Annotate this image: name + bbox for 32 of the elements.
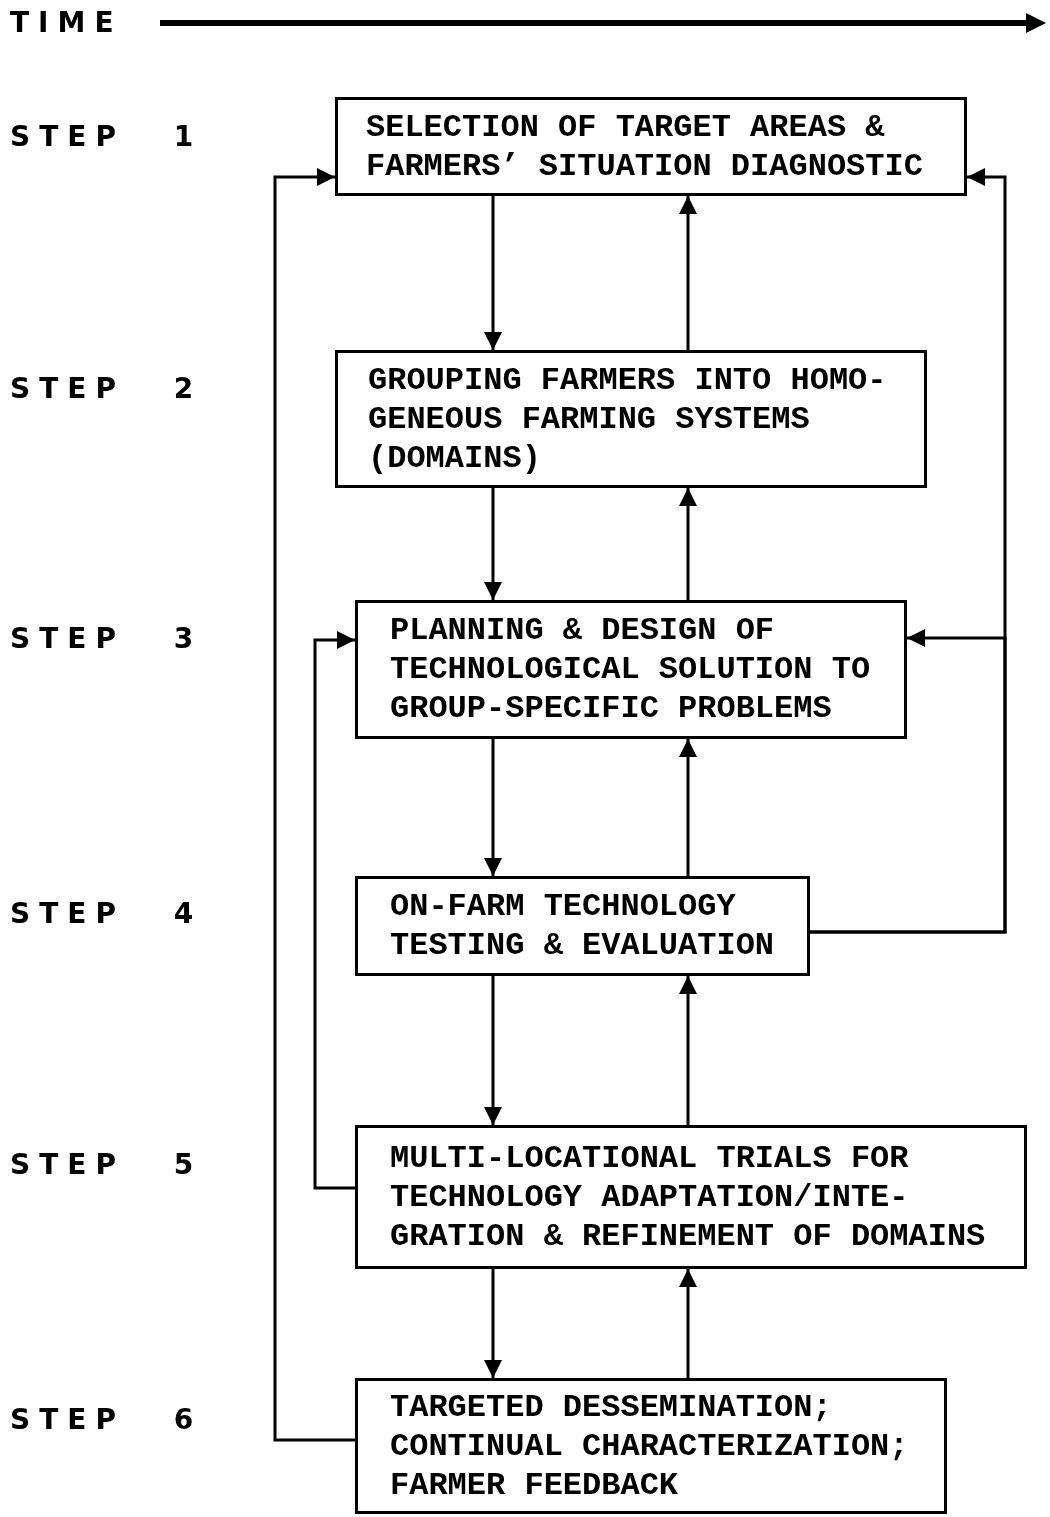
process-box (355, 1378, 947, 1514)
arrow (679, 196, 697, 350)
step-label: STEP 6 (10, 1403, 203, 1436)
arrow (679, 976, 697, 1125)
arrow (484, 488, 502, 600)
step-description: MULTI-LOCATIONAL TRIALS FOR TECHNOLOGY ADAPTATION/INTE- GRATION & REFINEMENT OF DOMAINS (390, 1138, 987, 1256)
step-description: PLANNING & DESIGN OF TECHNOLOGICAL SOLUTION TO GROUP-SPECIFIC PROBLEMS (390, 611, 872, 728)
process-box (335, 97, 967, 196)
arrow (484, 739, 502, 876)
arrow (679, 1269, 697, 1378)
step-description: TARGETED DESSEMINATION; CONTINUAL CHARACTERIZATION; FARMER FEEDBACK (390, 1387, 910, 1505)
arrow (679, 739, 697, 876)
arrow (679, 488, 697, 600)
step-label: STEP 2 (10, 372, 203, 405)
process-box (355, 1125, 1027, 1269)
process-box (335, 350, 927, 488)
step-label: STEP 3 (10, 622, 203, 655)
process-box (355, 876, 810, 976)
process-box (355, 600, 907, 739)
arrow (810, 629, 1007, 934)
time-label: TIME (10, 6, 123, 39)
step-label: STEP 4 (10, 897, 203, 930)
arrow (273, 168, 355, 1442)
step-description: SELECTION OF TARGET AREAS & FARMERS’ SITUATION DIAGNOSTIC (366, 107, 924, 186)
arrow (484, 976, 502, 1125)
step-label: STEP 5 (10, 1148, 203, 1181)
step-description: GROUPING FARMERS INTO HOMO- GENEOUS FARMING SYSTEMS (DOMAINS) (368, 360, 888, 478)
step-label: STEP 1 (10, 120, 203, 153)
step-description: ON-FARM TECHNOLOGY TESTING & EVALUATION (390, 887, 776, 965)
arrow (484, 1269, 502, 1378)
arrow (313, 631, 355, 1190)
arrow (484, 196, 502, 350)
